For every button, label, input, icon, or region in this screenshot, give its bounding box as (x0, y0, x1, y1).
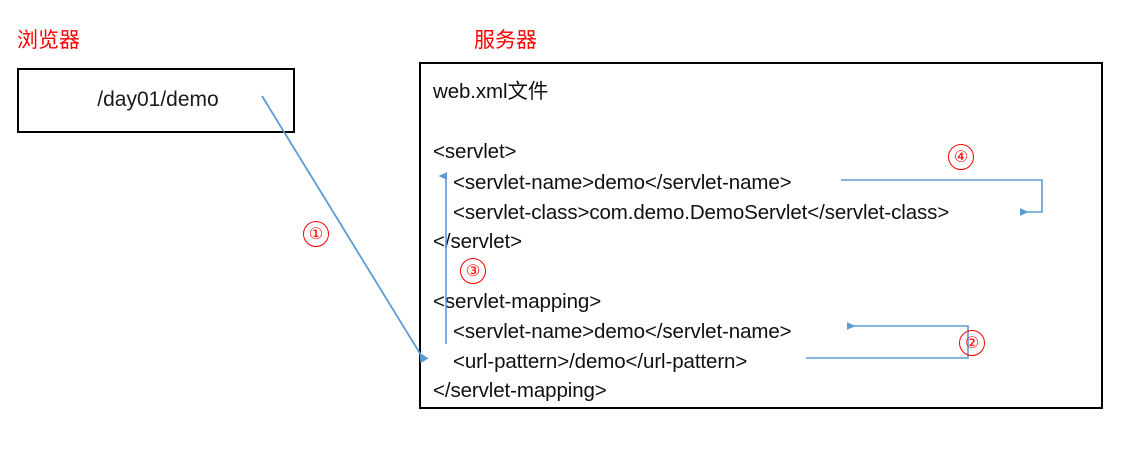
code-line-servlet-mapping-open: <servlet-mapping> (433, 290, 602, 313)
code-line-servlet-class: <servlet-class>com.demo.DemoServlet</ser… (453, 201, 950, 224)
code-line-servlet-name: <servlet-name>demo</servlet-name> (453, 171, 792, 194)
browser-url-text: /day01/demo (97, 88, 219, 111)
server-box: web.xml文件 <servlet> <servlet-name>demo</… (419, 62, 1103, 409)
browser-section-title: 浏览器 (17, 28, 80, 52)
marker-1: ① (303, 221, 329, 247)
code-line-servlet-close: </servlet> (433, 230, 523, 253)
marker-2: ② (959, 330, 985, 356)
code-line-servlet-open: <servlet> (433, 140, 517, 163)
web-xml-file-label: web.xml文件 (433, 80, 549, 103)
marker-3: ③ (460, 258, 486, 284)
server-section-title: 服务器 (474, 28, 537, 52)
arrow-1-request-to-url-pattern (261, 95, 429, 364)
marker-4: ④ (948, 144, 974, 170)
code-line-mapping-servlet-name: <servlet-name>demo</servlet-name> (453, 320, 792, 343)
browser-box: /day01/demo (17, 68, 295, 133)
code-line-servlet-mapping-close: </servlet-mapping> (433, 379, 607, 402)
code-line-url-pattern: <url-pattern>/demo</url-pattern> (453, 350, 748, 373)
